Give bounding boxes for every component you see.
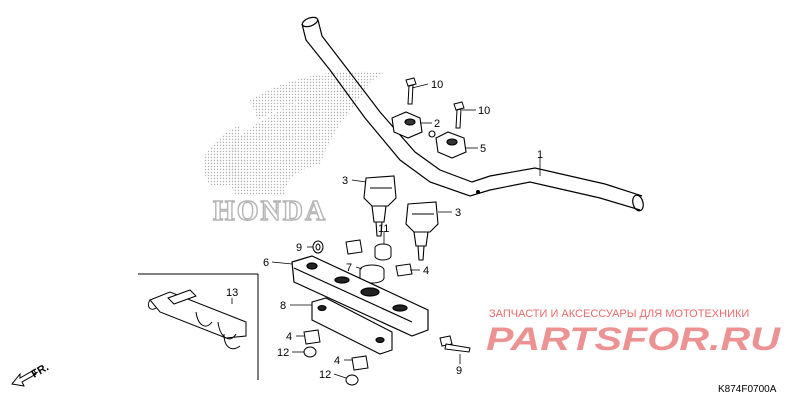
collar-7 (359, 264, 385, 284)
handlebar (301, 16, 644, 212)
callout-7: 7 (346, 262, 352, 274)
shop-logo: PARTSFOR.RU (486, 321, 781, 357)
callout-3-right: 3 (455, 207, 461, 219)
lower-plate-8 (311, 297, 393, 355)
honda-wing-watermark (203, 70, 385, 195)
cap-12-a (303, 346, 317, 358)
bushing-4-lower-a (303, 329, 321, 345)
bolt-9-lower (439, 335, 471, 353)
bracket-13-inset (138, 273, 259, 380)
callout-8: 8 (280, 300, 286, 312)
callout-4-lower-a: 4 (286, 331, 292, 343)
callout-2: 2 (434, 118, 440, 130)
top-bridge-6 (291, 255, 429, 337)
washer-9-top (312, 240, 324, 254)
bushing-4-upper (345, 239, 363, 255)
callout-5: 5 (480, 143, 486, 155)
riser-3-left (363, 175, 397, 237)
bushing-4-right (395, 263, 413, 277)
front-label: FR. (30, 361, 51, 380)
callout-9-lower: 9 (456, 365, 462, 377)
bolt-10-right (453, 101, 465, 129)
bolt-10-left (405, 77, 417, 105)
callout-4-right: 4 (423, 265, 429, 277)
shop-caption: ЗАПЧАСТИ И АКСЕССУАРЫ ДЛЯ МОТОТЕХНИКИ (489, 308, 749, 320)
callout-3-left: 3 (342, 175, 348, 187)
collar-11 (374, 243, 392, 261)
riser-3-right (405, 201, 439, 261)
upper-holder-2 (391, 111, 423, 139)
leader-lines (231, 83, 541, 379)
callout-13: 13 (226, 287, 238, 299)
honda-watermark-text: HONDA (213, 196, 327, 227)
callout-9-top: 9 (296, 242, 302, 254)
callout-12-a: 12 (277, 347, 289, 359)
front-arrow-icon (11, 369, 37, 387)
callout-12-b: 12 (319, 369, 331, 381)
callout-10-left: 10 (431, 79, 443, 91)
callout-1: 1 (537, 149, 543, 161)
callout-4-lower-b: 4 (334, 355, 340, 367)
callout-10-right: 10 (478, 105, 490, 117)
bushing-4-lower-b (351, 355, 369, 371)
diagram-code: K874F0700A (718, 384, 777, 395)
callout-6: 6 (263, 257, 269, 269)
callout-11: 11 (378, 223, 389, 235)
cap-12-b (345, 374, 359, 386)
upper-holder-5 (428, 130, 467, 159)
